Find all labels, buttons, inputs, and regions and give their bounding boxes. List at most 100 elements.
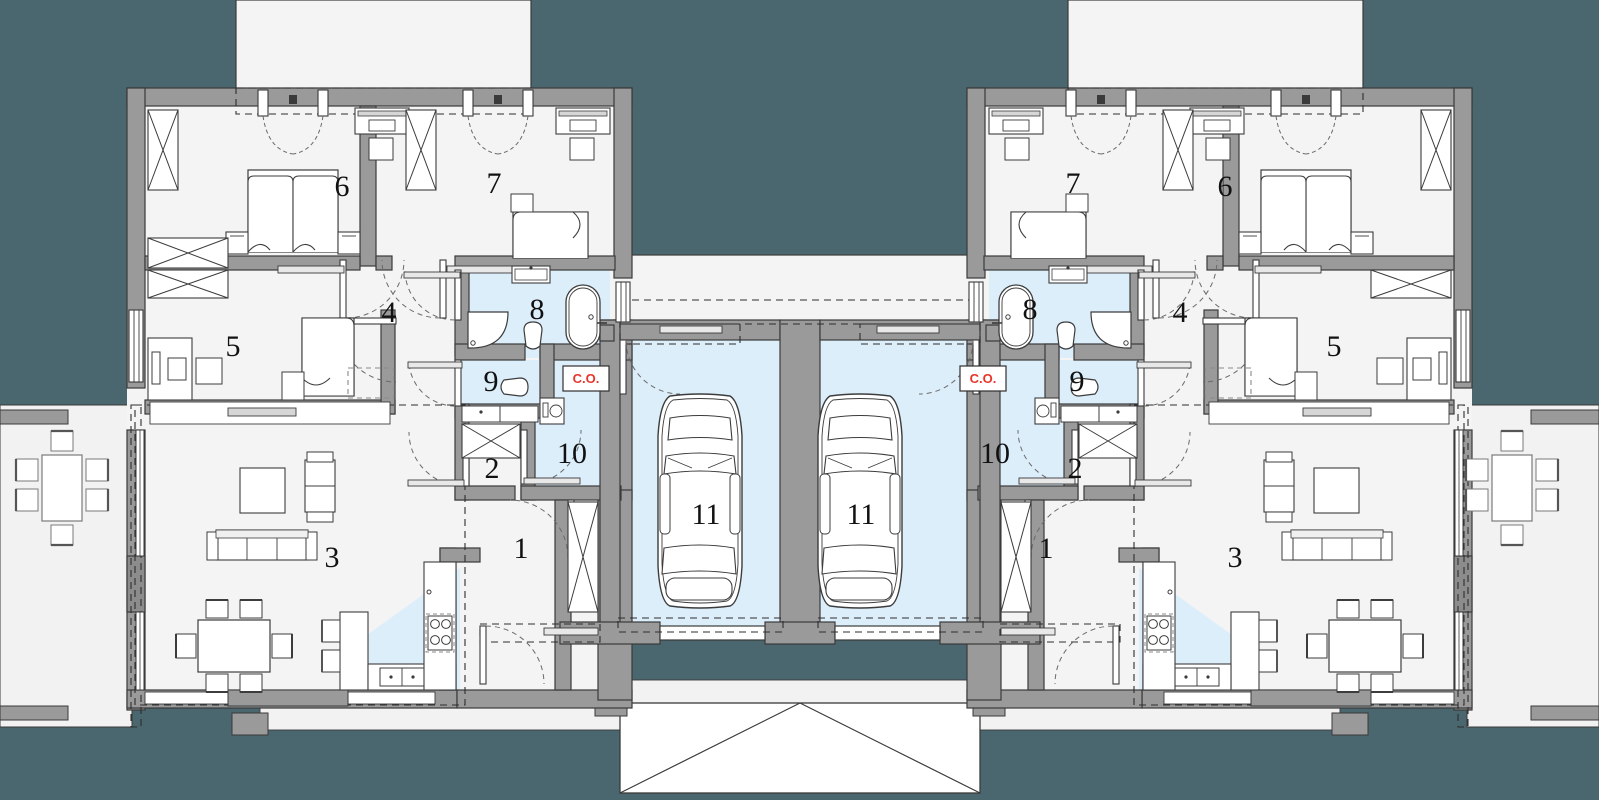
sofa-living-left [206,529,318,561]
radiator-bed5-left [227,407,297,417]
wardrobe-hall1-left [567,501,599,613]
wall-right-wc9-west [1044,343,1060,407]
kitchen-island-left [339,611,369,691]
wardrobe-bed7-left [405,109,437,191]
door-entry-right [1000,625,1120,685]
wall-garage-south-b [764,621,836,645]
co-label-left: C.O. [562,365,610,392]
wall-left-kitchen-north [439,547,481,563]
wall-right-west-upper [966,87,986,279]
sink-wc9-left [461,405,501,423]
room-number-7-right: 7 [1066,167,1081,200]
dash-garage-left-entry [619,323,741,345]
pier-right-south [1250,689,1372,707]
window-bed7-top-left [462,89,534,155]
terrace-left-post-bottom [0,705,69,721]
wall-jamb-garage-ne [985,324,1001,342]
wall-left-east-upper [613,87,633,279]
roof-overhang-centre [619,254,980,324]
room-number-4-right: 4 [1173,296,1188,329]
room-number-2-right: 2 [1068,452,1083,485]
terrace-right [1466,404,1599,728]
garage-door-left [659,625,766,641]
washer-utility10-left [539,397,565,425]
room-number-labels: 1 2 3 4 5 6 7 8 9 10 11 1 2 3 4 5 6 7 8 … [226,167,1342,574]
co-label-box-left [562,365,610,392]
pier-left-south [227,689,349,707]
room-number-11-right: 11 [847,498,876,531]
door-bath8 [403,269,462,321]
room-number-1-right: 1 [1039,532,1054,565]
bar-stool-left-a [321,619,341,643]
sliding-door-living-left [135,429,145,691]
co-label-text-right: C.O. [970,371,997,386]
dash-garage-right-door [817,617,984,633]
wall-jamb-garage-nw [599,324,615,342]
counter-wc9-right [1060,405,1100,423]
terrace-right-post-bottom [1530,705,1599,721]
room-number-3-left: 3 [325,541,340,574]
window-bath8-west-right [968,281,984,323]
garage-door-right [834,625,941,641]
sofa-living-right [1281,529,1393,561]
co-labels: C.O. C.O. [562,365,1007,392]
wall-garage-centre [779,319,821,631]
kitchen-right [1142,561,1278,691]
bed-single-bed5-left [281,317,355,401]
room-number-5-right: 5 [1327,330,1342,363]
terrace-corner-post-right [1331,712,1369,736]
wall-right-room2-south [1083,485,1145,501]
window-bed5-west-left [128,309,144,383]
bar-stool-left-b [321,649,341,673]
terrace-left [0,404,133,728]
door-entry-left [479,625,599,685]
door-bath8-right [1137,269,1196,321]
dashed-slab-outlines [130,87,1469,728]
room-number-3-right: 3 [1228,541,1243,574]
co-label-box-right [959,365,1007,392]
bar-stool-right-a [1258,619,1278,643]
door-garage-left-inner [619,325,723,395]
wardrobe-room2-right [1078,423,1138,459]
room-number-6-left: 6 [335,170,350,203]
door-utility10 [520,429,582,485]
bed-single-bed5-right [1244,317,1318,401]
room-number-6-right: 6 [1218,170,1233,203]
dashed-niche-bed5-left [347,367,395,399]
wardrobe-room2-left [461,423,521,459]
nightstand-bed5-left [195,357,223,385]
toilet-wc9-left [500,377,529,397]
washer-utility10-right [1034,397,1060,425]
kitchen-hob-outline-left [425,613,455,653]
coffee-table-living-left [239,467,286,514]
windows [128,89,1471,707]
wardrobe-bed7-right [1162,109,1194,191]
window-bed6-top-right [1270,89,1342,155]
kitchen-island-right [1230,611,1260,691]
terrace-right-post-top [1530,409,1599,425]
wardrobe-bed5-left [147,237,229,269]
sink-wc9-right [1098,405,1138,423]
door-wc9-right [1136,359,1192,407]
wall-right-corridor-jamb-a [1206,255,1224,271]
wall-right-bath8-south [1073,343,1145,361]
room-number-9-right: 9 [1070,365,1085,398]
room-number-8-right: 8 [1023,293,1038,326]
room-number-4-left: 4 [382,296,397,329]
vanity-bath8-left [511,265,551,284]
toilet-bath8-left [523,321,543,350]
dashed-niche-bed5-right [1204,367,1252,399]
co-label-right: C.O. [959,365,1007,392]
terrace-corner-post-left [231,712,269,736]
wall-left-corridor-jamb-a [375,255,393,271]
furniture-right-unit [988,107,1452,693]
counter-wc9-left [499,405,539,423]
wardrobe-hall1-right [1000,501,1032,613]
wall-left-top [126,87,633,107]
nightstand-bed5-right [1376,357,1404,385]
wardrobe-bed6-left [147,109,179,191]
entrance-canopy-ridge [619,702,981,794]
room-number-8-left: 8 [530,293,545,326]
